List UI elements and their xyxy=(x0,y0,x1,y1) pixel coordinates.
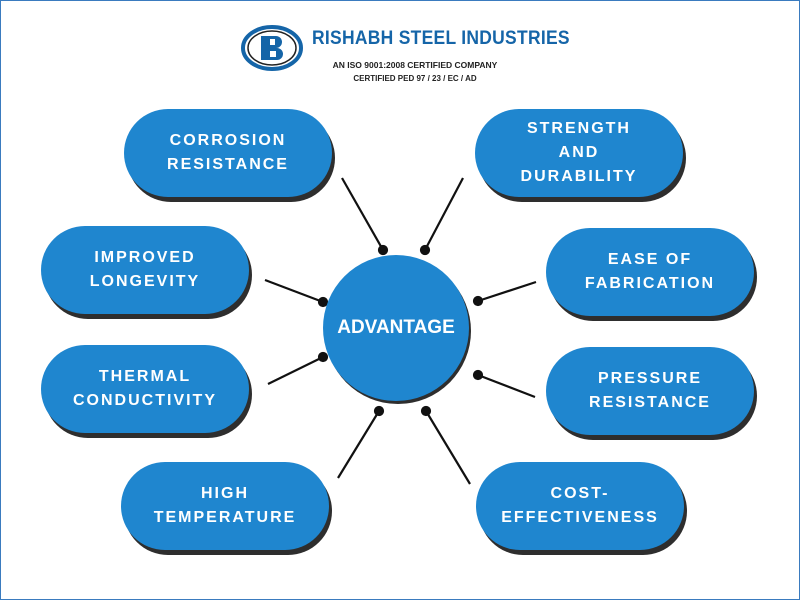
connector-cost xyxy=(425,410,471,485)
connector-dot xyxy=(377,244,389,256)
node-label: IMPROVED LONGEVITY xyxy=(89,249,201,290)
company-logo xyxy=(241,25,303,71)
node-corrosion-resistance: CORROSION RESISTANCE xyxy=(124,109,332,197)
node-ease-of-fabrication: EASE OF FABRICATION xyxy=(546,228,754,316)
company-name: RISHABH STEEL INDUSTRIES xyxy=(312,28,570,49)
connector-dot xyxy=(420,405,432,417)
connector-dot xyxy=(419,244,431,256)
connector-dot xyxy=(373,405,385,417)
node-label: THERMAL CONDUCTIVITY xyxy=(73,368,217,409)
connector-fabrication xyxy=(477,280,537,303)
connector-strength xyxy=(424,177,464,251)
certification-line: AN ISO 9001:2008 CERTIFIED COMPANY xyxy=(332,60,498,70)
connector-longevity xyxy=(264,278,324,304)
node-label: EASE OF FABRICATION xyxy=(584,251,716,292)
node-high-temperature: HIGH TEMPERATURE xyxy=(121,462,329,550)
connector-corrosion xyxy=(341,177,384,251)
connector-thermal xyxy=(267,356,324,385)
node-label: PRESSURE RESISTANCE xyxy=(589,370,711,411)
node-label: CORROSION RESISTANCE xyxy=(167,132,289,173)
node-pressure-resistance: PRESSURE RESISTANCE xyxy=(546,347,754,435)
node-label: HIGH TEMPERATURE xyxy=(153,485,297,526)
connector-dot xyxy=(472,369,484,381)
connector-dot xyxy=(472,295,484,307)
connector-temperature xyxy=(337,410,380,479)
center-node-advantage: ADVANTAGE xyxy=(323,255,469,401)
node-thermal-conductivity: THERMAL CONDUCTIVITY xyxy=(41,345,249,433)
node-label: COST- EFFECTIVENESS xyxy=(501,485,659,526)
connector-dot xyxy=(317,351,329,363)
node-cost-effectiveness: COST- EFFECTIVENESS xyxy=(476,462,684,550)
ped-certification-line: CERTIFIED PED 97 / 23 / EC / AD xyxy=(353,74,477,83)
header: RISHABH STEEL INDUSTRIES AN ISO 9001:200… xyxy=(0,18,800,98)
node-strength-and-durability: STRENGTH AND DURABILITY xyxy=(475,109,683,197)
center-label: ADVANTAGE xyxy=(337,317,455,338)
node-improved-longevity: IMPROVED LONGEVITY xyxy=(41,226,249,314)
node-label: STRENGTH AND DURABILITY xyxy=(520,120,638,185)
connector-pressure xyxy=(477,373,536,399)
